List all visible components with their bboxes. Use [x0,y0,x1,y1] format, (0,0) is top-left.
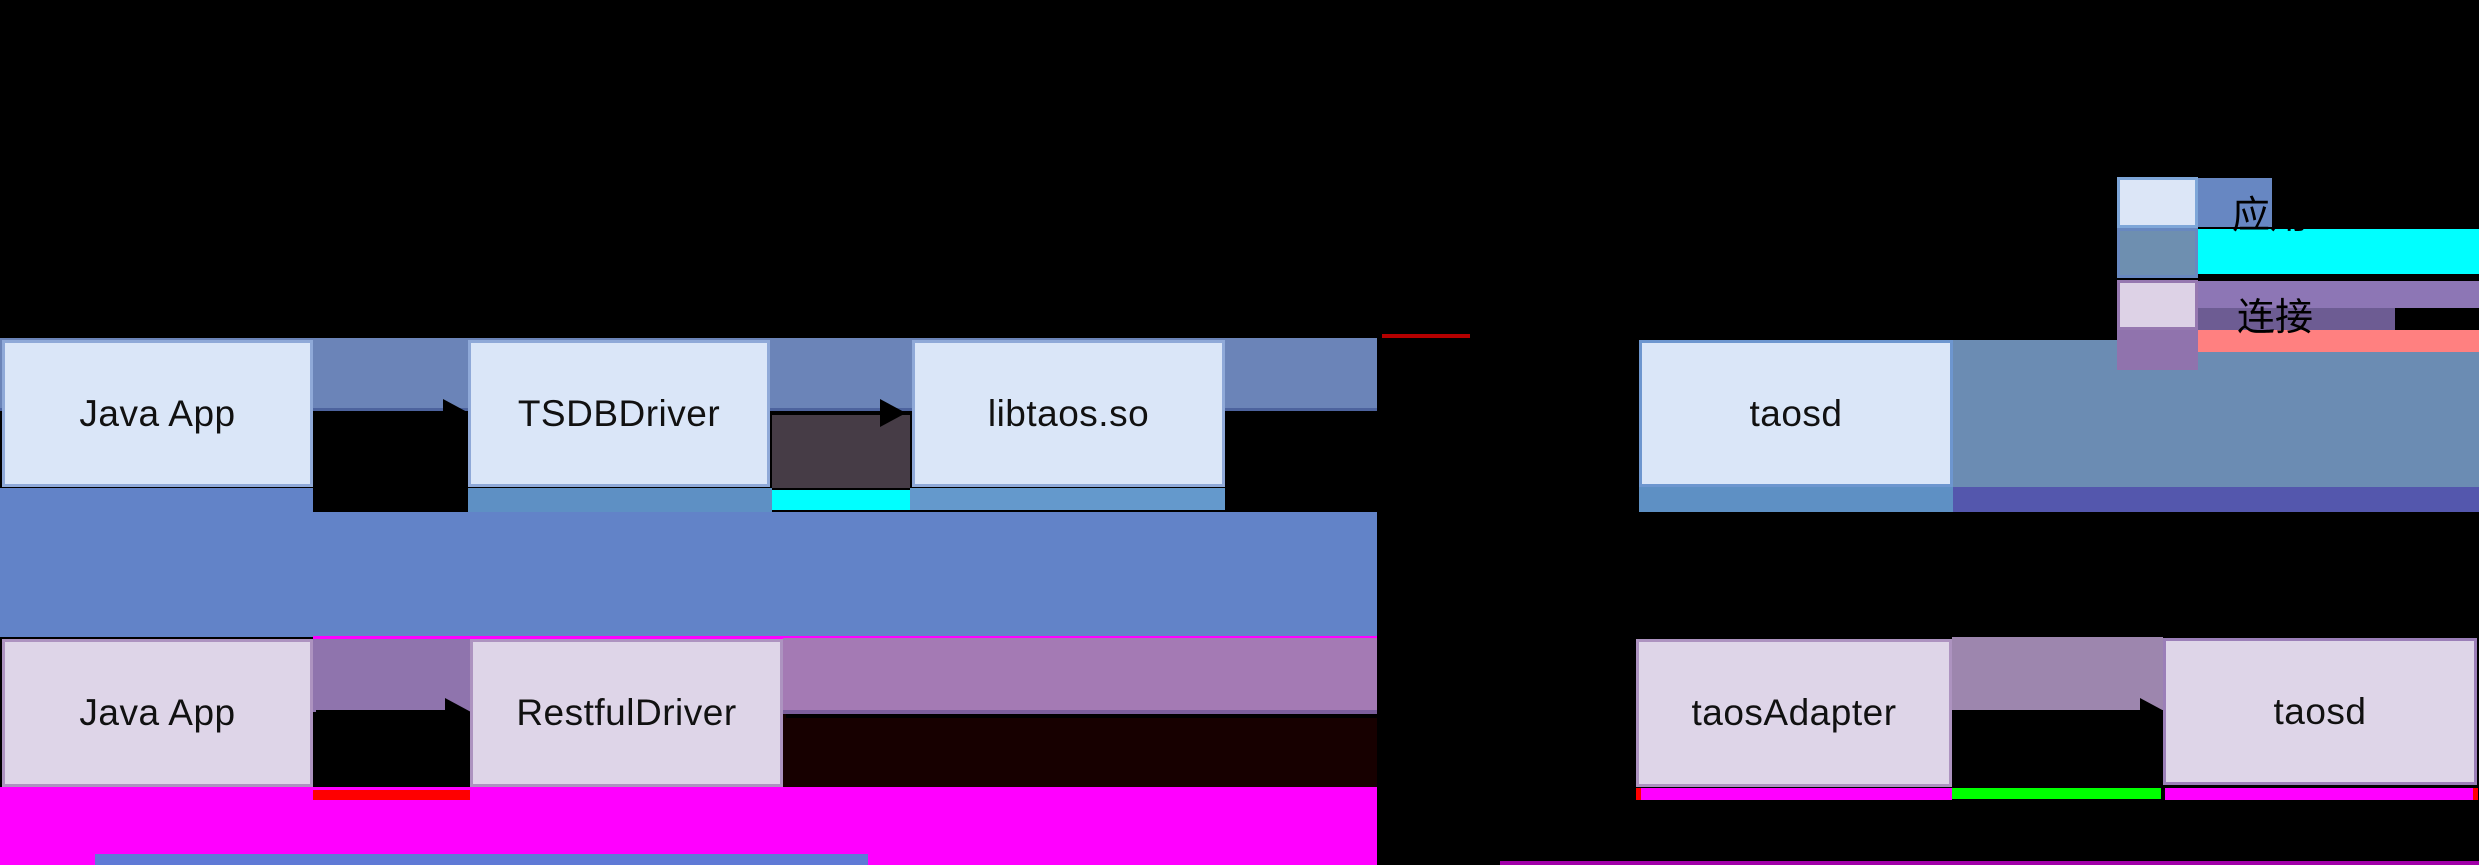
legend-band-salmon [2198,330,2479,352]
node-java-app-top: Java App [2,340,313,487]
legend-band-purple-dark [2198,308,2395,330]
arrow-restful-adapter-head [1610,702,1636,730]
arrow-libtaos-taosd-head [1613,399,1639,427]
node-taosd-bottom: taosd [2163,638,2477,785]
legend-row1-partial-text: 应用 [2232,195,2309,237]
purple-band-right-of-restful [783,638,1377,714]
strip-under-taosd-top [1639,487,1953,512]
magenta-strip-under-taosd [2165,788,2473,800]
arrow-restful-adapter-line [786,714,1610,718]
arrow-javaapp-tsdb-line [316,411,443,415]
purple-band-gap-right [1952,637,2163,710]
strip-under-tsdbdriver [468,488,772,512]
node-label: taosd [2273,690,2367,732]
node-label: Java App [79,692,236,733]
node-label: libtaos.so [987,392,1150,434]
red-marker-strip [313,790,470,800]
indigo-strip-right [1953,487,2479,512]
strip-under-java-app-top [0,488,313,512]
arrow-javaapp-restful-line [316,710,445,714]
legend-swatch-app [2117,177,2198,228]
magenta-band-bottom-left [0,787,1377,865]
red-line-top [1382,334,1470,338]
node-label: RestfulDriver [516,692,737,733]
arrow-adapter-taosd-head [2140,698,2166,726]
node-label: Java App [79,392,236,434]
arrow-tsdb-libtaos-head [880,399,906,427]
node-label: TSDBDriver [517,392,721,434]
legend-swatch-steel [2117,228,2198,278]
purple-band-gap-left [313,639,470,712]
arrow-javaapp-tsdb-head [443,399,469,427]
node-taosd-top: taosd [1639,340,1953,487]
legend-purple-underbox [2117,330,2198,370]
red-sliver-right [2473,788,2478,800]
blue-bottom-strip [95,854,868,865]
node-tsdbdriver: TSDBDriver [468,340,770,487]
legend-swatch-purple [2117,280,2198,330]
red-sliver-left [1636,788,1641,800]
node-java-app-bottom: Java App [2,639,313,787]
legend-band-purple [2198,281,2479,308]
server-highlight-band-right [1953,340,2479,490]
node-restfuldriver: RestfulDriver [470,639,783,787]
middle-blue-band [0,512,1377,637]
cyan-marker-strip [772,490,910,510]
dark-red-block [783,714,1377,795]
node-label: taosAdapter [1691,692,1897,733]
legend-band-blue [2198,178,2272,227]
arrow-libtaos-taosd-line [1228,411,1613,415]
legend-band-cyan [2198,229,2479,274]
dark-maroon-block [772,415,910,488]
node-libtaos: libtaos.so [912,340,1225,487]
darkmagenta-bottom-line [1500,861,2479,865]
node-label: taosd [1749,392,1843,434]
arrow-tsdb-libtaos-line [776,411,880,415]
magenta-line-middle [313,636,1377,639]
node-taosadapter: taosAdapter [1636,639,1952,787]
arrow-adapter-taosd-line [1958,710,2140,714]
arrow-javaapp-restful-head [445,698,471,726]
strip-under-libtaos [910,488,1225,510]
legend-row3-partial-text: 连接 [2237,297,2314,339]
green-marker-strip [1952,788,2161,799]
magenta-strip-under-taosadapter [1641,788,1952,800]
